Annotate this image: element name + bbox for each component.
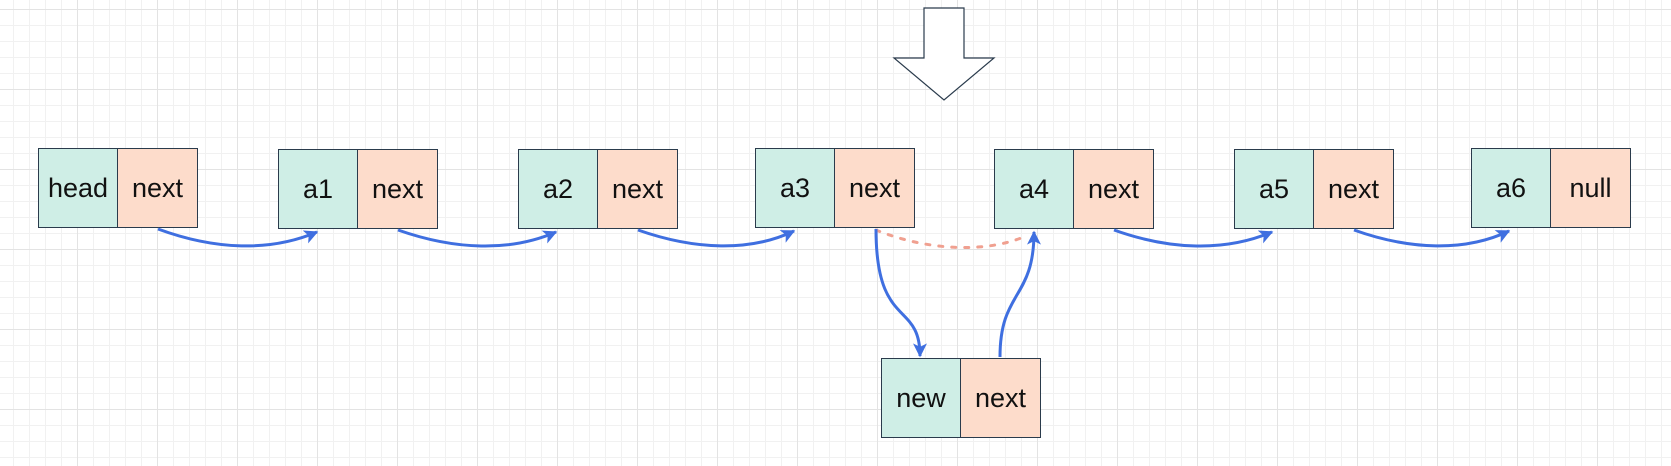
link-a4-a5	[1113, 228, 1274, 248]
node-head: head next	[38, 148, 198, 228]
node-a3-pointer: next	[835, 148, 915, 228]
node-a1-data: a1	[278, 149, 358, 229]
node-a5: a5 next	[1234, 149, 1394, 229]
node-head-data: head	[38, 148, 118, 228]
link-a2-a3	[637, 228, 796, 248]
node-a5-pointer: next	[1314, 149, 1394, 229]
node-a1-pointer: next	[358, 149, 438, 229]
node-head-pointer: next	[118, 148, 198, 228]
node-new: new next	[881, 358, 1041, 438]
link-new-a4	[998, 230, 1041, 358]
link-head-a1	[157, 227, 319, 248]
down-arrow-icon	[892, 7, 996, 101]
node-a4: a4 next	[994, 149, 1154, 229]
link-a5-a6	[1353, 228, 1511, 248]
link-a3-new	[874, 228, 927, 358]
removed-link-a3-a4	[874, 228, 1028, 249]
node-a4-pointer: next	[1074, 149, 1154, 229]
node-a6-data: a6	[1471, 148, 1551, 228]
node-a1: a1 next	[278, 149, 438, 229]
node-a5-data: a5	[1234, 149, 1314, 229]
node-new-pointer: next	[961, 358, 1041, 438]
node-a6-pointer: null	[1551, 148, 1631, 228]
node-a4-data: a4	[994, 149, 1074, 229]
node-a2-pointer: next	[598, 149, 678, 229]
link-a1-a2	[397, 228, 558, 248]
node-a2: a2 next	[518, 149, 678, 229]
node-a3-data: a3	[755, 148, 835, 228]
node-a3: a3 next	[755, 148, 915, 228]
node-new-data: new	[881, 358, 961, 438]
node-a2-data: a2	[518, 149, 598, 229]
node-a6: a6 null	[1471, 148, 1631, 228]
